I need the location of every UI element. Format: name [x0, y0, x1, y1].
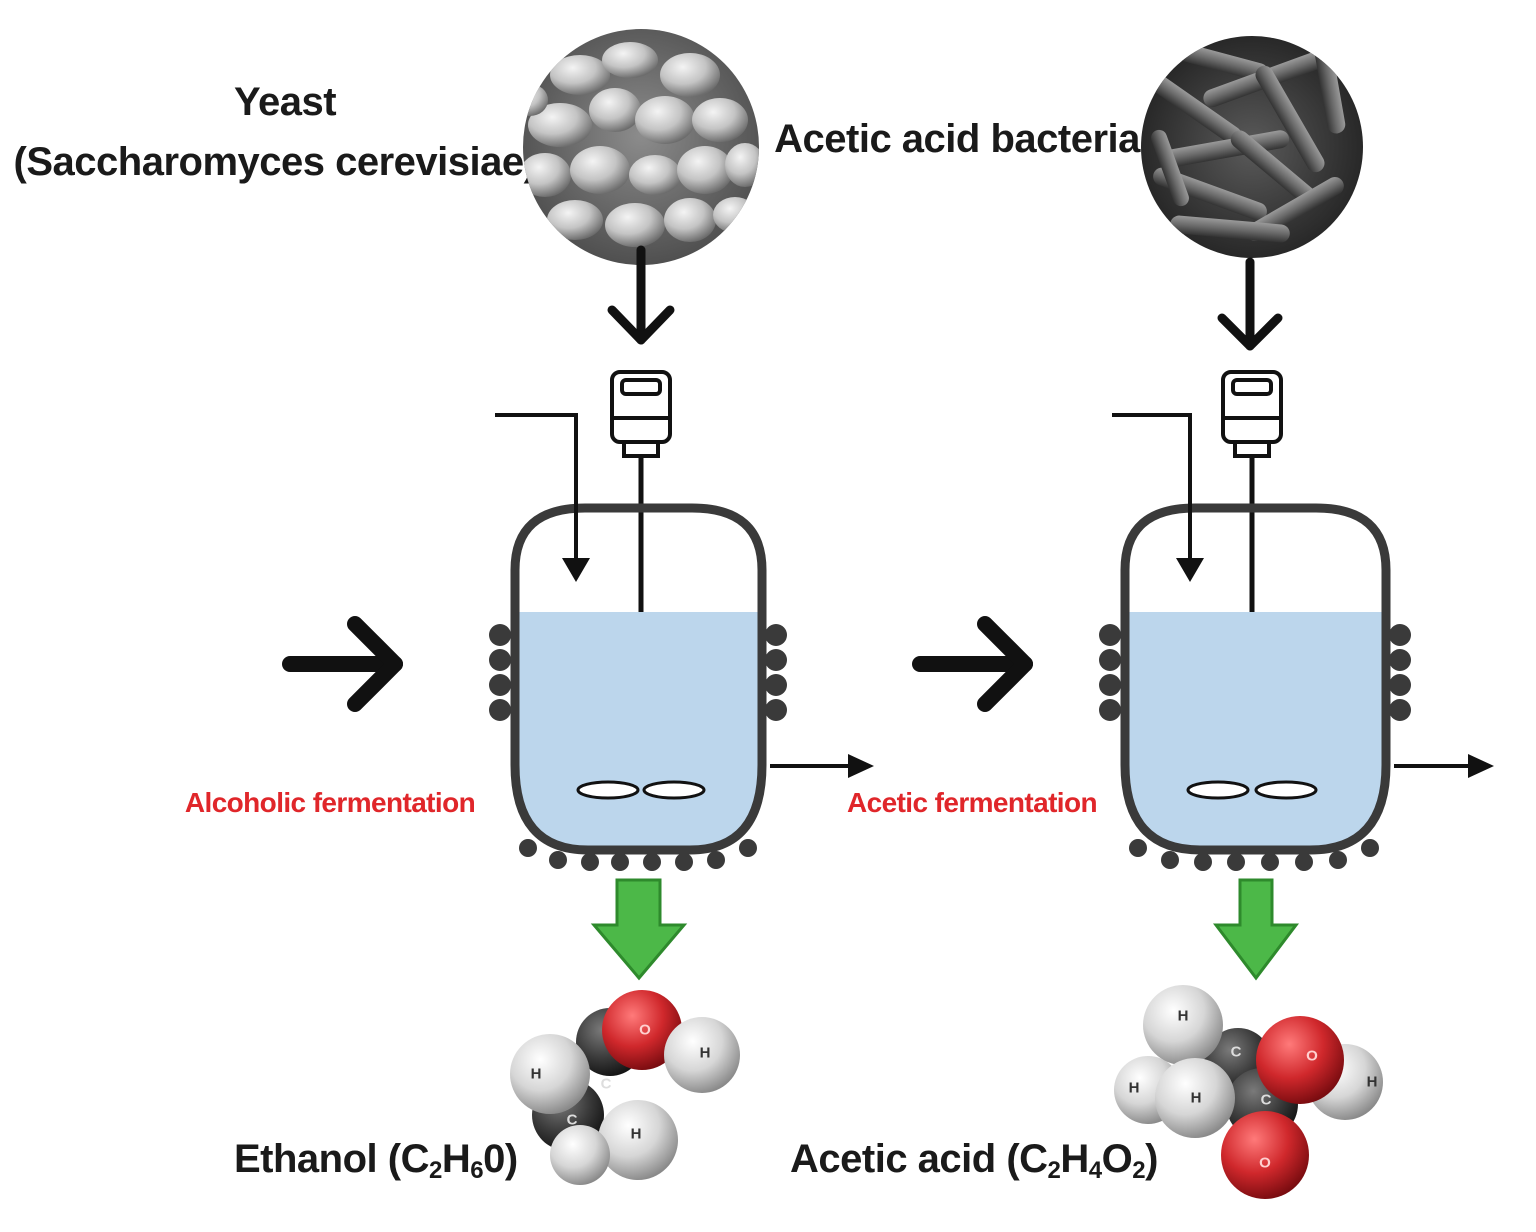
input-arrow — [282, 616, 403, 712]
acetic-acid-formula-label: Acetic acid (C2H4O2) — [790, 1137, 1158, 1184]
atom-h-label: H — [700, 1045, 711, 1062]
atom-h-label: H — [1178, 1008, 1189, 1025]
alcoholic-fermentation-label: Alcoholic fermentation — [185, 787, 475, 818]
stage1: Yeast (Saccharomyces cerevisiae) — [14, 29, 874, 1185]
fermenter-vessel — [489, 503, 787, 871]
atom-h-label: H — [1367, 1074, 1378, 1091]
atom-o-label: O — [1259, 1155, 1271, 1172]
atom-h-label: H — [531, 1066, 542, 1083]
atom-h-label: H — [1191, 1090, 1202, 1107]
atom-h-label: H — [1129, 1080, 1140, 1097]
atom-c-label: C — [1261, 1092, 1272, 1109]
fermenter-vessel — [1099, 503, 1411, 871]
feed-inlet-arrow — [1112, 413, 1204, 582]
atom-h-label: H — [631, 1126, 642, 1143]
bacteria-micrograph — [1141, 36, 1363, 258]
motor-icon — [610, 370, 672, 458]
yeast-species-label: (Saccharomyces cerevisiae) — [14, 140, 537, 184]
atom-c-label: C — [567, 1112, 578, 1129]
yeast-label: Yeast — [234, 80, 336, 124]
motor-icon — [1221, 370, 1283, 458]
atom-o-label: O — [1306, 1048, 1318, 1065]
outlet-arrow — [1394, 754, 1494, 778]
bacteria-down-arrow — [1217, 257, 1283, 351]
acetic-fermentation-label: Acetic fermentation — [847, 787, 1097, 818]
atom-c-label: C — [1231, 1044, 1242, 1061]
input-arrow — [912, 616, 1033, 712]
product-arrow — [590, 878, 688, 981]
yeast-micrograph — [523, 29, 759, 265]
yeast-down-arrow — [607, 245, 675, 345]
acetic-bacteria-label: Acetic acid bacteria — [774, 117, 1141, 161]
outlet-arrow — [770, 754, 874, 778]
acetic-acid-molecule: H C O H H H C O — [1114, 985, 1383, 1199]
feed-inlet-arrow — [495, 413, 590, 582]
ethanol-formula-label: Ethanol (C2H60) — [234, 1137, 518, 1184]
stage2: Acetic acid bacteria — [774, 36, 1494, 1199]
atom-c-label: C — [601, 1076, 612, 1093]
atom-o-label: O — [639, 1022, 651, 1039]
product-arrow — [1212, 878, 1300, 981]
ethanol-molecule: H O H C C H — [510, 990, 740, 1185]
